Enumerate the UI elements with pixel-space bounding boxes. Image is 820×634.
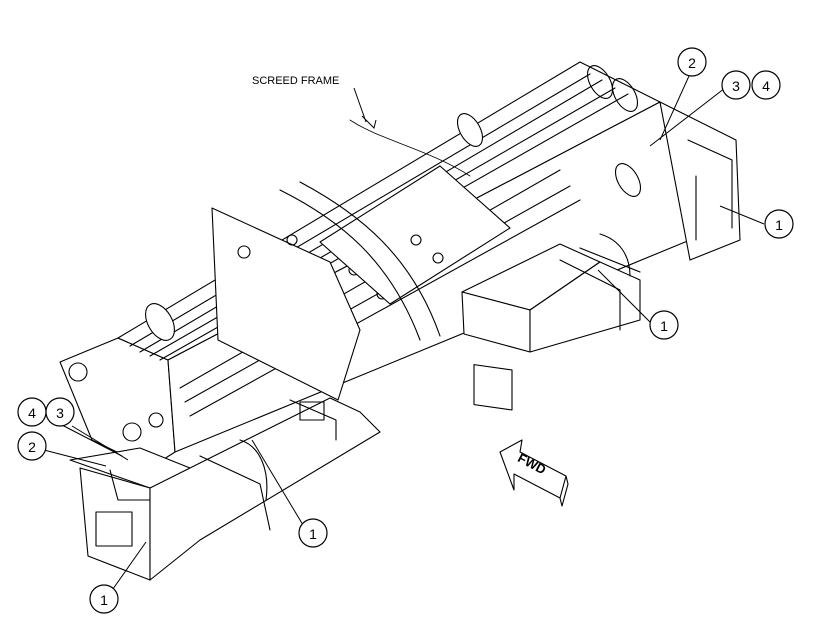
callout-1-bottom-left: 1 [89, 584, 119, 614]
left-lower-housing [69, 397, 381, 581]
callout-1-right-text: 1 [775, 217, 783, 233]
callout-3-left: 3 [45, 397, 75, 427]
callout-leaders [43, 75, 765, 597]
callout-4-left: 4 [17, 397, 47, 427]
callout-1-right: 1 [764, 209, 794, 239]
callout-3-top-text: 3 [732, 78, 740, 94]
callout-1-bottom-left-text: 1 [100, 592, 108, 608]
callout-1-mid-right-text: 1 [660, 318, 668, 334]
callout-4-left-text: 4 [28, 405, 36, 421]
screed-frame-body [59, 61, 741, 469]
callout-1-mid-right: 1 [649, 310, 679, 340]
callout-4-top: 4 [751, 70, 781, 100]
fwd-arrow: FWD [499, 439, 569, 507]
callout-4-top-text: 4 [762, 78, 770, 94]
callout-2-top-text: 2 [688, 55, 696, 71]
screed-frame-label-group: SCREED FRAME [252, 75, 377, 129]
callout-1-mid-left-text: 1 [309, 526, 317, 542]
callout-2-top: 2 [677, 47, 707, 77]
callout-3-top: 3 [721, 70, 751, 100]
callout-1-mid-left: 1 [298, 518, 328, 548]
callout-2-left: 2 [17, 431, 47, 461]
screed-frame-label: SCREED FRAME [252, 75, 339, 87]
callout-3-left-text: 3 [56, 405, 64, 421]
callout-2-left-text: 2 [28, 439, 36, 455]
